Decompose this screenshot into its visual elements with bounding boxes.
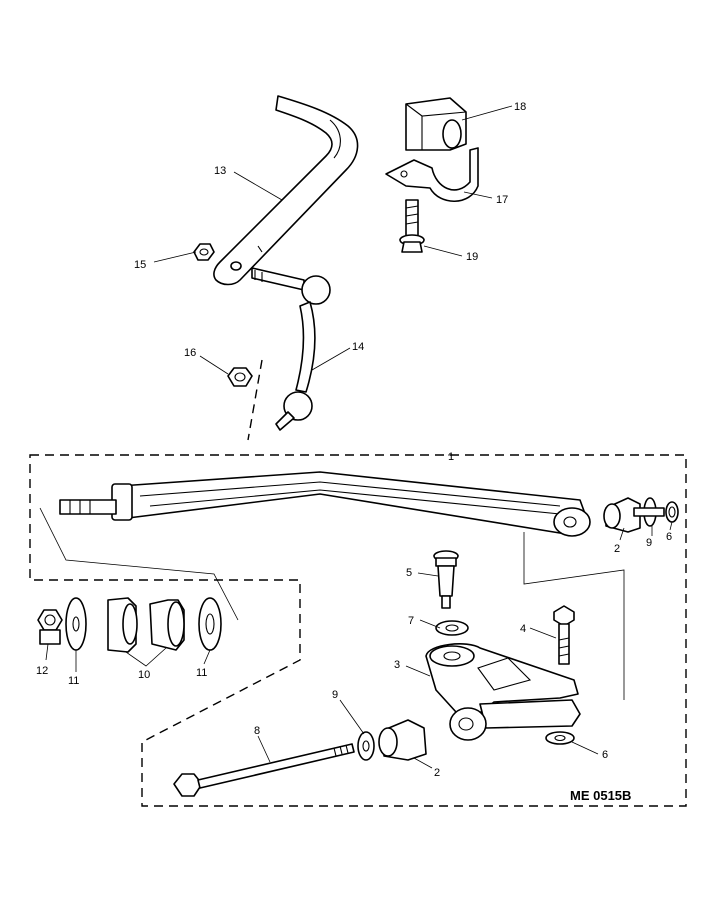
- callout-8: 8: [254, 725, 260, 737]
- callout-labels: 13 15 18 17 19 16 14 1 2 9 6 5 7 4 3 6 9…: [36, 101, 672, 803]
- callout-12: 12: [36, 665, 48, 677]
- callout-10: 10: [138, 669, 150, 681]
- callout-16: 16: [184, 347, 196, 359]
- nut-6-right: [665, 501, 679, 523]
- leader-lines: [45, 105, 673, 769]
- reference-code: ME 0515B: [570, 788, 631, 803]
- callout-3: 3: [394, 659, 400, 671]
- stud-right: [633, 507, 665, 517]
- bush-10-right: [149, 599, 185, 651]
- callout-9-right: 9: [646, 537, 652, 549]
- fitting-line-arm-bracket: [523, 532, 625, 700]
- bush-2-right: [603, 497, 641, 533]
- callout-2-right: 2: [614, 543, 620, 555]
- callout-18: 18: [514, 101, 526, 113]
- nut-12: [37, 609, 63, 645]
- washer-9-lower: [357, 731, 375, 761]
- nut-16: [227, 367, 253, 387]
- bolt-19: [399, 199, 425, 253]
- nut-6-lower: [545, 731, 575, 745]
- callout-15: 15: [134, 259, 146, 271]
- callout-19: 19: [466, 251, 478, 263]
- radius-arm: [59, 471, 591, 537]
- callout-4: 4: [520, 623, 526, 635]
- callout-11-left: 11: [68, 675, 79, 687]
- callout-13: 13: [214, 165, 226, 177]
- fitting-line-arm-bushes: [39, 507, 239, 621]
- fitting-line-16: [247, 359, 263, 441]
- bracket-3: [425, 643, 581, 741]
- anti-roll-bar: [213, 95, 359, 286]
- nut-15: [193, 243, 215, 261]
- bush-10-left: [107, 597, 138, 653]
- drop-link-14: [251, 267, 331, 431]
- bolt-4: [553, 605, 575, 665]
- callout-17: 17: [496, 194, 508, 206]
- washer-11-right: [198, 597, 222, 651]
- assembly-boundary: [29, 454, 687, 807]
- callout-7: 7: [408, 615, 414, 627]
- washer-11-left: [65, 597, 87, 651]
- callout-5: 5: [406, 567, 412, 579]
- callout-9-lower: 9: [332, 689, 338, 701]
- washer-7: [435, 620, 469, 636]
- bolt-8: [173, 743, 355, 797]
- callout-14: 14: [352, 341, 364, 353]
- callout-11-right: 11: [196, 667, 207, 679]
- callout-1: 1: [448, 451, 454, 463]
- callout-2-lower: 2: [434, 767, 440, 779]
- callout-6-lower: 6: [602, 749, 608, 761]
- callout-6-right: 6: [666, 531, 672, 543]
- bush-18: [405, 97, 467, 151]
- bush-2-lower: [378, 719, 427, 761]
- clamp-17: [385, 147, 479, 202]
- bolt-5: [433, 550, 459, 609]
